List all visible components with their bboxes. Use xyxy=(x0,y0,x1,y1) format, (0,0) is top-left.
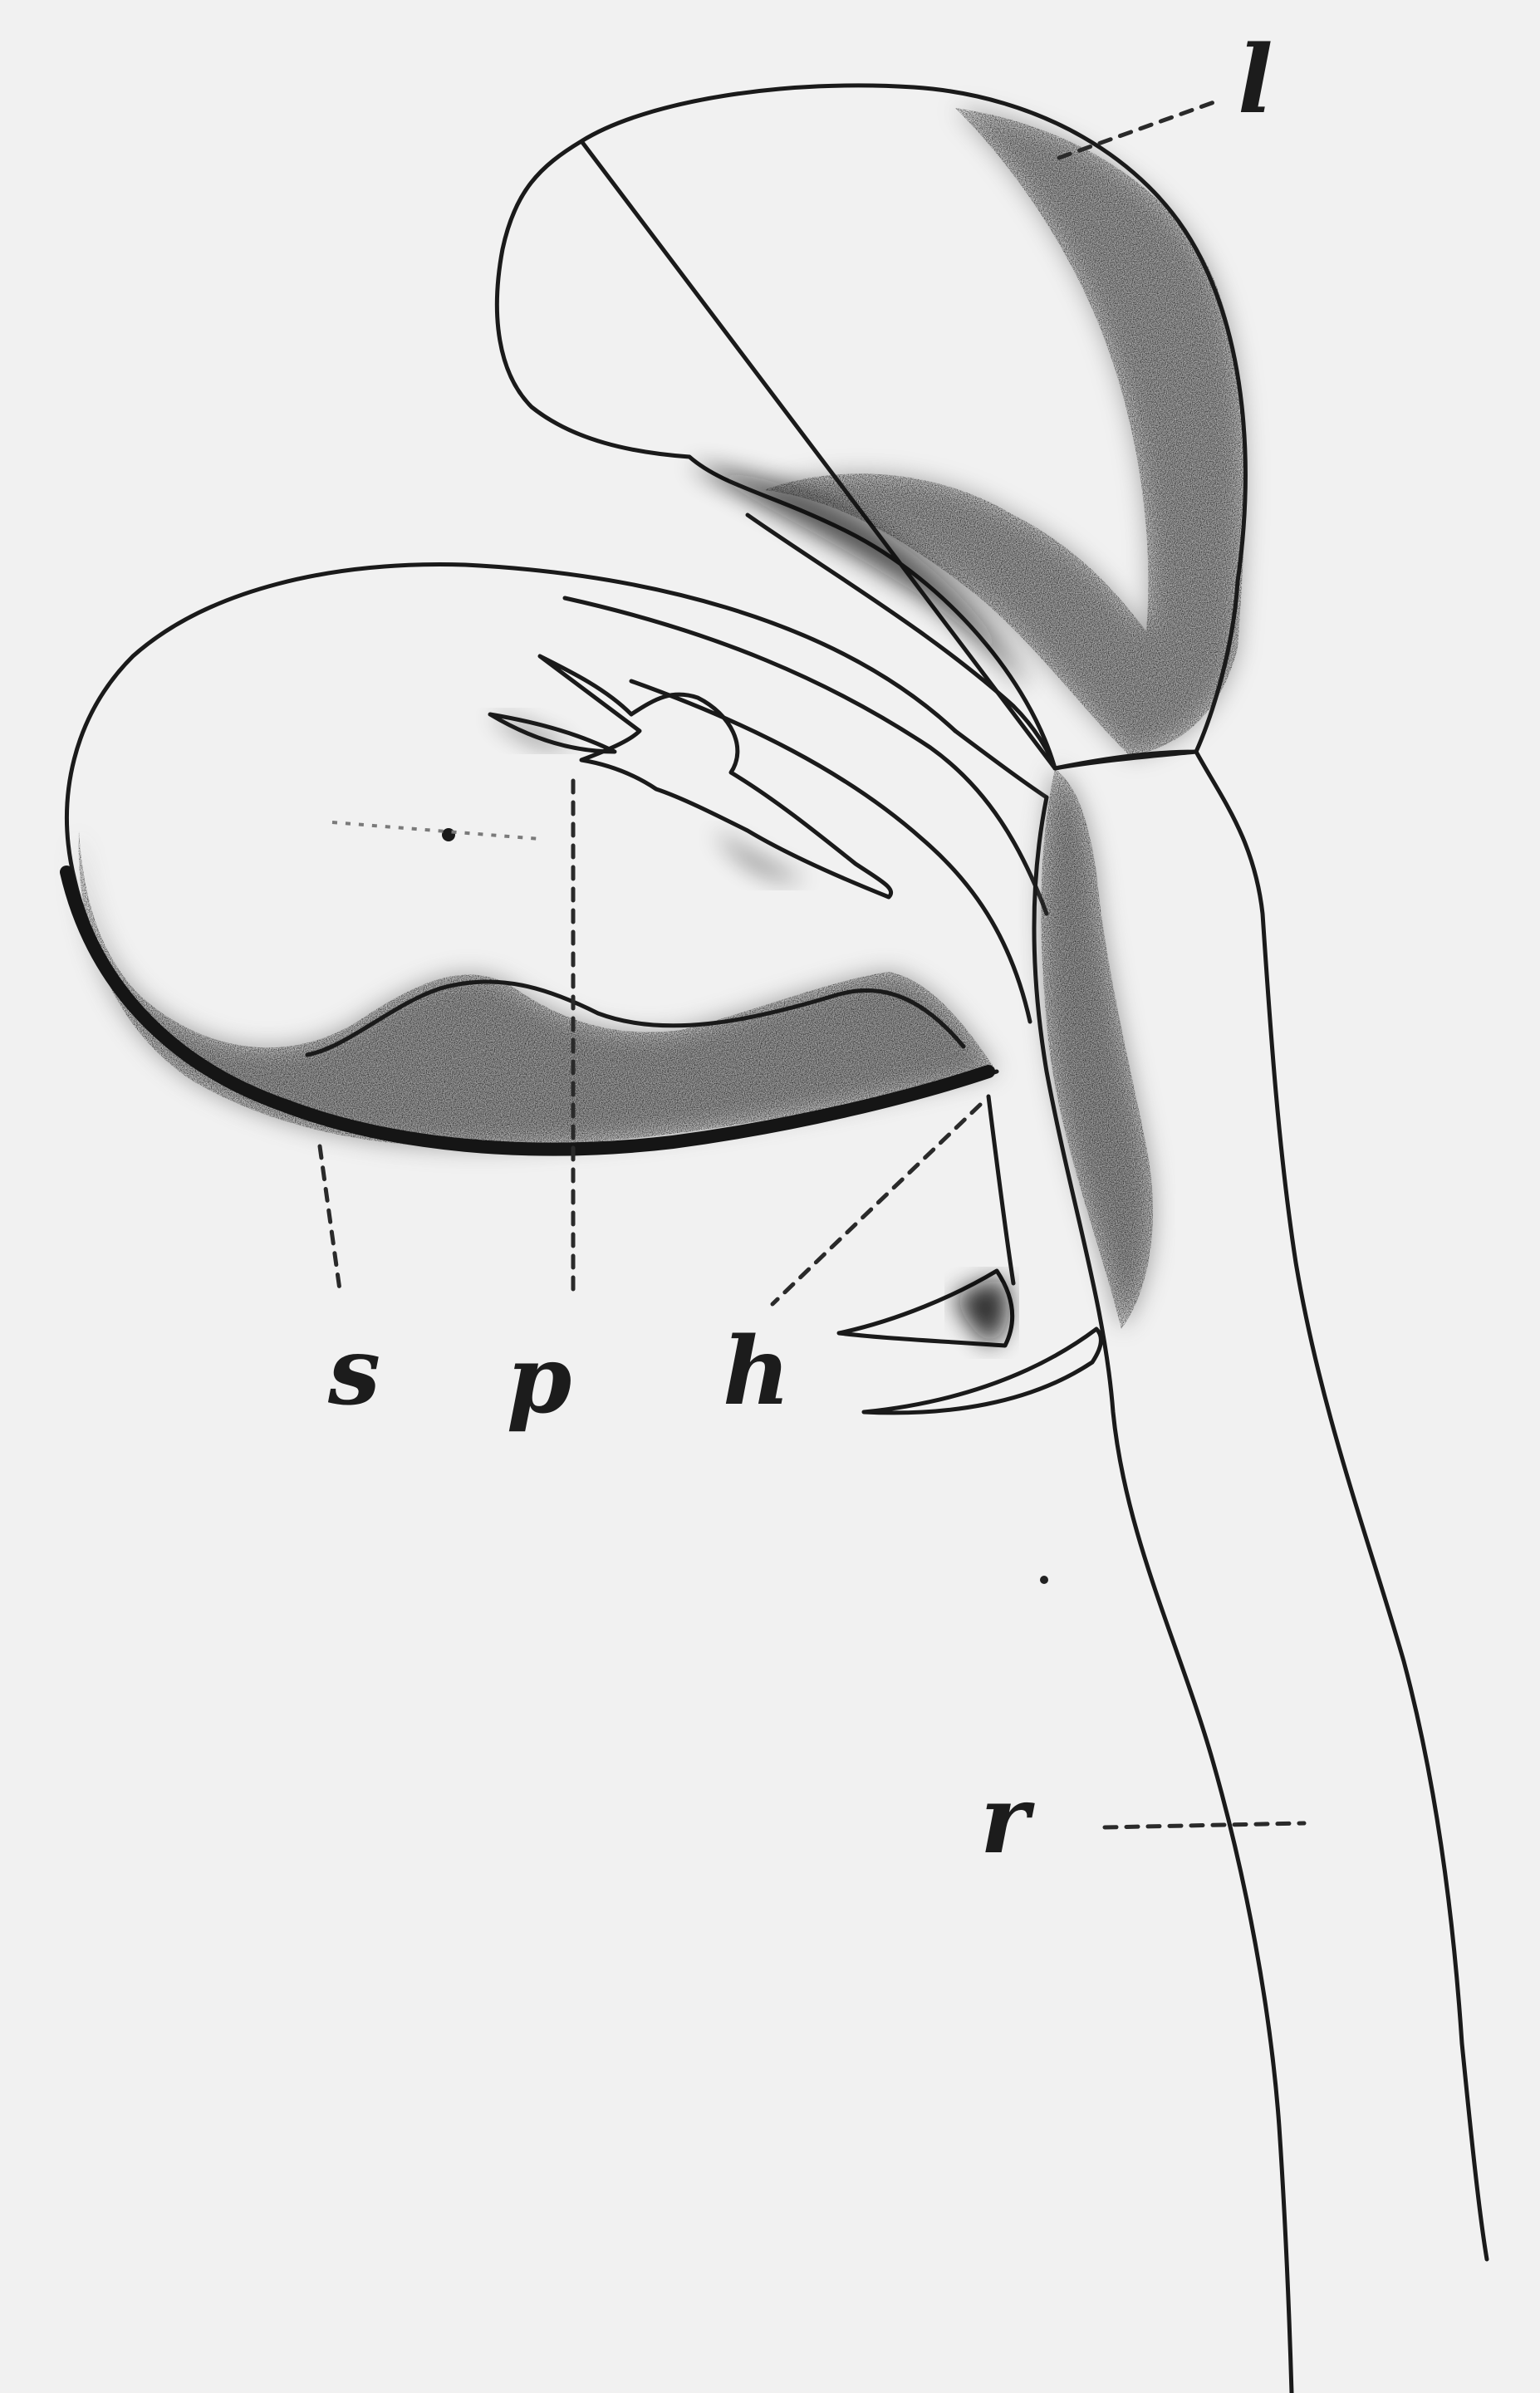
label-s: s xyxy=(327,1317,380,1426)
label-r: r xyxy=(980,1766,1035,1875)
label-p: p xyxy=(507,1326,571,1434)
structure-p xyxy=(490,656,891,897)
lobe-l xyxy=(497,86,1245,768)
sac-s xyxy=(66,565,997,1150)
label-h: h xyxy=(723,1317,790,1426)
stalk-r xyxy=(1034,752,1487,2393)
label-l: l xyxy=(1238,26,1273,135)
